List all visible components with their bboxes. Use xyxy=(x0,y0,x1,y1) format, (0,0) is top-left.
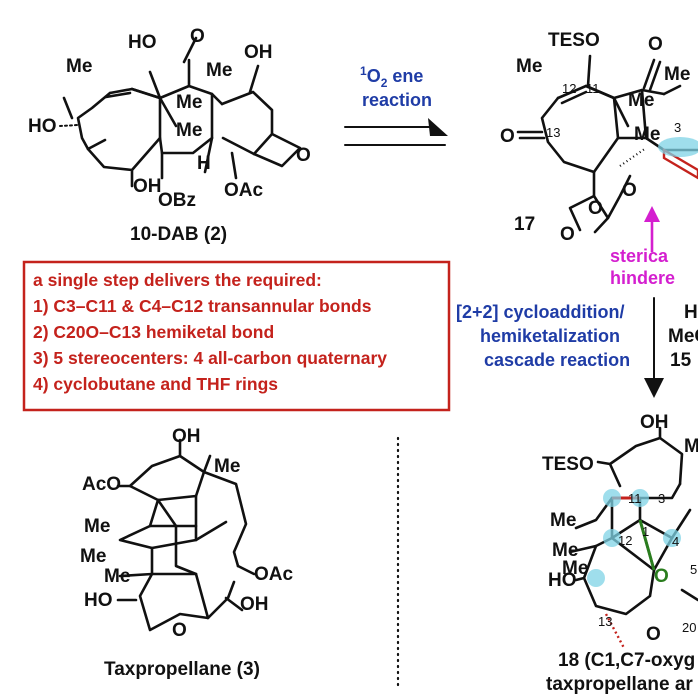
label-carbonate-o-1: O xyxy=(588,198,603,219)
label-teso: TESO xyxy=(548,30,600,51)
label-17-me-2: Me xyxy=(634,124,660,145)
compound-3-name: Taxpropellane (3) xyxy=(104,659,260,680)
arrow-1-line2: reaction xyxy=(362,90,432,110)
label-18-c20: 20 xyxy=(682,620,696,635)
arrow-2-line3: cascade reaction xyxy=(484,350,630,370)
label-3-me-3: Me xyxy=(104,566,130,587)
note-hindered: hindere xyxy=(610,268,675,288)
arrow-1-line1: 1O2 ene xyxy=(360,64,423,90)
label-carbonate-o-3: O xyxy=(560,224,575,245)
conditions-item-2: 2) C20O–C13 hemiketal bond xyxy=(33,322,274,342)
label-3-oh: OH xyxy=(240,594,269,615)
label-me-gem-2: Me xyxy=(176,120,202,141)
label-oac: OAc xyxy=(224,180,264,201)
label-18-me-3: Me xyxy=(562,558,588,579)
label-obz: OBz xyxy=(158,190,196,211)
compound-17-number: 17 xyxy=(514,214,535,235)
label-17-me-left: Me xyxy=(516,56,542,77)
label-18-o-green: O xyxy=(654,566,669,587)
compound-taxpropellane: OH AcO Me Me Me Me OAc HO OH O Taxpropel… xyxy=(80,426,294,680)
label-3-me-2: Me xyxy=(80,546,106,567)
label-c11: 11 xyxy=(586,81,600,96)
arrow-2-line1: [2+2] cycloaddition/ xyxy=(456,302,625,322)
label-18-c11: 11 xyxy=(628,491,642,506)
label-18-m: M xyxy=(684,436,698,457)
label-3-o-ring: O xyxy=(172,620,187,641)
label-18-ho: HO xyxy=(548,570,577,591)
label-3-me-1: Me xyxy=(84,516,110,537)
label-3-ho: HO xyxy=(84,590,113,611)
label-17-me-1: Me xyxy=(628,90,654,111)
label-c13: 13 xyxy=(546,125,560,140)
compound-10-dab: HO O OH Me Me Me Me HO H O OH OBz OAc 10… xyxy=(28,26,311,245)
label-18-o-ring: O xyxy=(646,624,661,645)
label-oxetane-o: O xyxy=(296,145,311,166)
label-18-c1: 1 xyxy=(642,524,649,539)
arrow-2-side-3: 15 xyxy=(670,350,692,371)
label-me-gem-1: Me xyxy=(176,92,202,113)
label-18-c12: 12 xyxy=(618,533,632,548)
label-17-ketone-o: O xyxy=(648,34,663,55)
arrow-2-side-2: MeO xyxy=(668,326,698,347)
arrow-cascade: [2+2] cycloaddition/ hemiketalization ca… xyxy=(456,297,698,398)
conditions-item-4: 4) cyclobutane and THF rings xyxy=(33,374,278,394)
label-18-c5: 5 xyxy=(690,562,697,577)
label-oh-bottom: OH xyxy=(133,176,162,197)
label-me-c8: Me xyxy=(206,60,232,81)
compound-18-name-line2: taxpropellane ar xyxy=(546,674,693,695)
note-sterically: sterica xyxy=(610,246,669,266)
conditions-item-3: 3) 5 stereocenters: 4 all-carbon quatern… xyxy=(33,348,387,368)
label-18-c4: 4 xyxy=(672,534,679,549)
compound-18-name-line1: 18 (C1,C7-oxyg xyxy=(558,650,695,671)
label-18-me-2: Me xyxy=(552,540,578,561)
label-17-me-top: Me xyxy=(664,64,690,85)
label-3-oh-top: OH xyxy=(172,426,201,447)
label-18-oh-top: OH xyxy=(640,412,669,433)
arrow-2-line2: hemiketalization xyxy=(480,326,620,346)
label-ho-top-left: HO xyxy=(128,32,157,53)
label-ho-left: HO xyxy=(28,116,57,137)
label-ketone-o: O xyxy=(190,26,205,47)
compound-18: OH M TESO 11 3 Me Me 12 1 4 Me O HO 13 O… xyxy=(542,412,698,695)
arrow-singlet-oxygen: 1O2 ene reaction xyxy=(344,64,448,146)
label-18-c13: 13 xyxy=(598,614,612,629)
label-c3: 3 xyxy=(674,120,681,135)
label-3-me-top: Me xyxy=(214,456,240,477)
label-carbonate-o-2: O xyxy=(622,180,637,201)
conditions-box: a single step delivers the required: 1) … xyxy=(22,260,451,412)
label-3-aco: AcO xyxy=(82,474,121,495)
label-18-c3: 3 xyxy=(658,491,665,506)
label-17-o-13: O xyxy=(500,126,515,147)
arrow-2-side-1: H xyxy=(684,302,698,323)
label-3-oac: OAc xyxy=(254,564,294,585)
compound-2-name: 10-DAB (2) xyxy=(130,224,227,245)
label-oh-top-right: OH xyxy=(244,42,273,63)
conditions-title: a single step delivers the required: xyxy=(33,270,322,290)
label-me-left: Me xyxy=(66,56,92,77)
conditions-item-1: 1) C3–C11 & C4–C12 transannular bonds xyxy=(33,296,372,316)
label-18-me-1: Me xyxy=(550,510,576,531)
label-c12: 12 xyxy=(562,81,576,96)
label-18-teso: TESO xyxy=(542,454,594,475)
compound-17: TESO O Me Me Me Me 12 11 13 3 O O O O 17… xyxy=(500,30,698,288)
label-h: H xyxy=(197,153,211,174)
